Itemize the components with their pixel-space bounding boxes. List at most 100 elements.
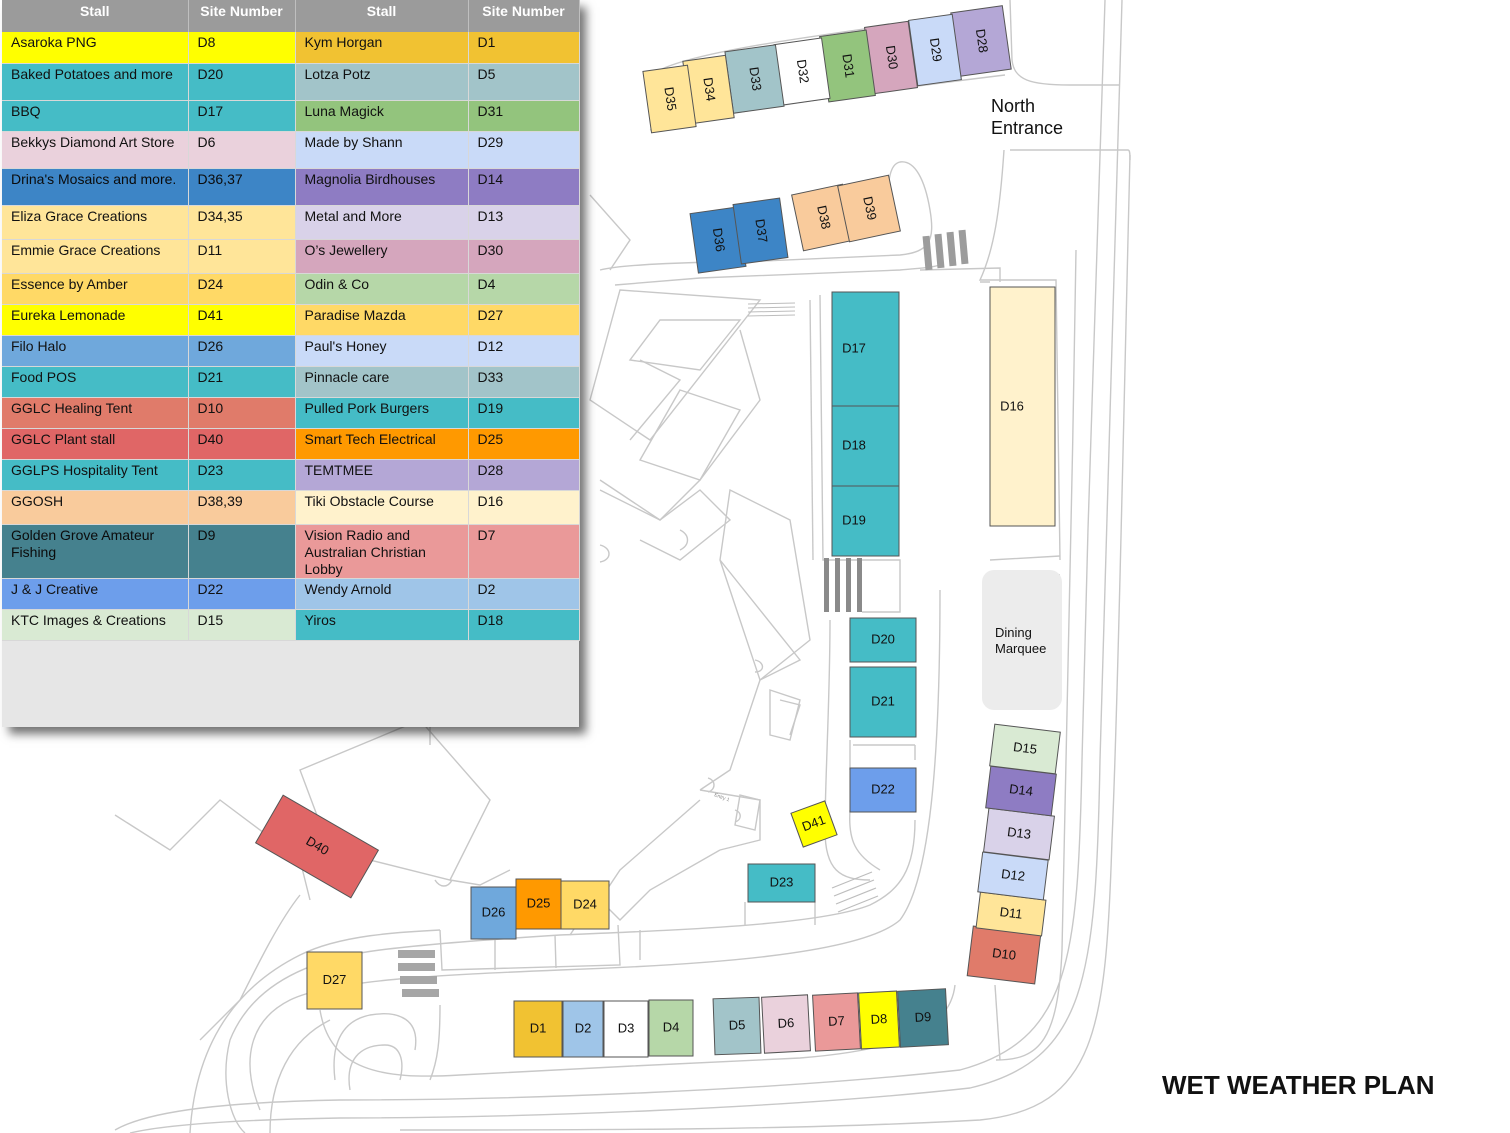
legend-stall-name: Paul's Honey: [295, 335, 469, 367]
legend-stall-name: Kym Horgan: [295, 32, 469, 64]
legend-site-number: D20: [188, 63, 296, 101]
stall-d20: D20: [849, 617, 917, 663]
legend-header-row: Stall Site Number Stall Site Number: [2, 0, 580, 32]
stall-d7: D7: [812, 992, 861, 1052]
legend-site-number: D26: [188, 335, 296, 367]
legend-stall-name: Yiros: [295, 609, 469, 641]
legend-stall-name: Pulled Pork Burgers: [295, 397, 469, 429]
stall-box: [989, 723, 1061, 775]
stall-d19: D19: [831, 485, 900, 557]
legend-site-number: D30: [468, 239, 580, 274]
legend-header-stall: Stall: [2, 0, 189, 32]
legend-site-number: D33: [468, 366, 580, 398]
legend-site-number: D7: [468, 524, 580, 579]
stall-box: [812, 992, 861, 1052]
stall-label: D15: [1012, 739, 1038, 757]
stall-box: [712, 996, 762, 1056]
crosswalk-west: [398, 950, 439, 997]
stall-d34: D34: [682, 54, 735, 125]
stall-d28: D28: [950, 5, 1012, 77]
stall-label: D32: [794, 58, 812, 84]
stall-d30: D30: [863, 20, 919, 95]
legend-table: Stall Site Number Stall Site Number Asar…: [2, 0, 580, 641]
stall-d1: D1: [513, 1000, 563, 1058]
legend-site-number: D5: [468, 63, 580, 101]
stall-d3: D3: [603, 1000, 649, 1058]
stall-label: D1: [530, 1020, 547, 1035]
stall-label: D3: [618, 1020, 635, 1035]
legend-site-number: D28: [468, 459, 580, 491]
legend-stall-name: Emmie Grace Creations: [2, 239, 189, 274]
stall-box: [849, 666, 917, 738]
legend-stall-name: GGLC Healing Tent: [2, 397, 189, 429]
stall-box: [562, 1000, 604, 1058]
stall-d23: D23: [747, 863, 816, 903]
stall-box: [849, 617, 917, 663]
legend-stall-name: Luna Magick: [295, 100, 469, 132]
steps-d23: [831, 871, 879, 913]
legend-stall-name: GGOSH: [2, 490, 189, 525]
stall-box: [849, 767, 917, 813]
legend-stall-name: Baked Potatoes and more: [2, 63, 189, 101]
stall-box: [254, 794, 380, 899]
legend-stall-name: Bekkys Diamond Art Store: [2, 131, 189, 169]
stall-box: [790, 800, 838, 848]
stall-box: [648, 999, 694, 1057]
legend-site-number: D4: [468, 273, 580, 305]
stall-d14: D14: [985, 765, 1057, 817]
stall-label: D19: [842, 512, 866, 527]
stall-box: [513, 1000, 563, 1058]
legend-stall-name: Pinnacle care: [295, 366, 469, 398]
building-entry-label: Entry 1: [713, 792, 730, 803]
legend-stall-name: Paradise Mazda: [295, 304, 469, 336]
stall-label: D23: [770, 874, 794, 889]
legend-stall-name: Filo Halo: [2, 335, 189, 367]
stall-d18: D18: [831, 405, 900, 487]
stall-label: D13: [1006, 824, 1032, 842]
legend-site-number: D9: [188, 524, 296, 579]
stall-box: [603, 1000, 649, 1058]
legend-stall-name: BBQ: [2, 100, 189, 132]
legend-stall-name: KTC Images & Creations: [2, 609, 189, 641]
stall-label: D35: [661, 86, 679, 112]
stall-label: D14: [1008, 781, 1034, 799]
legend-stall-name: Asaroka PNG: [2, 32, 189, 64]
stall-d25: D25: [515, 878, 562, 930]
legend-site-number: D18: [468, 609, 580, 641]
legend-site-number: D38,39: [188, 490, 296, 525]
stall-box: [831, 485, 900, 557]
legend-header-stall: Stall: [295, 0, 469, 32]
legend-site-number: D15: [188, 609, 296, 641]
legend-stall-name: Magnolia Birdhouses: [295, 168, 469, 206]
stall-label: D20: [871, 631, 895, 646]
stall-label: D29: [927, 37, 945, 63]
stall-d8: D8: [858, 990, 900, 1050]
legend-site-number: D23: [188, 459, 296, 491]
legend-site-number: D16: [468, 490, 580, 525]
stall-box: [831, 405, 900, 487]
stall-box: [642, 64, 697, 134]
stall-d2: D2: [562, 1000, 604, 1058]
stall-d12: D12: [977, 851, 1049, 901]
legend-site-number: D41: [188, 304, 296, 336]
stall-box: [761, 994, 811, 1054]
legend-site-number: D27: [468, 304, 580, 336]
crosswalk-centre: [824, 558, 862, 612]
legend-site-number: D40: [188, 428, 296, 460]
stall-box: [831, 291, 900, 407]
stall-label: D28: [973, 28, 991, 54]
stall-label: D18: [842, 437, 866, 452]
stall-label: D26: [482, 904, 506, 919]
legend-site-number: D11: [188, 239, 296, 274]
